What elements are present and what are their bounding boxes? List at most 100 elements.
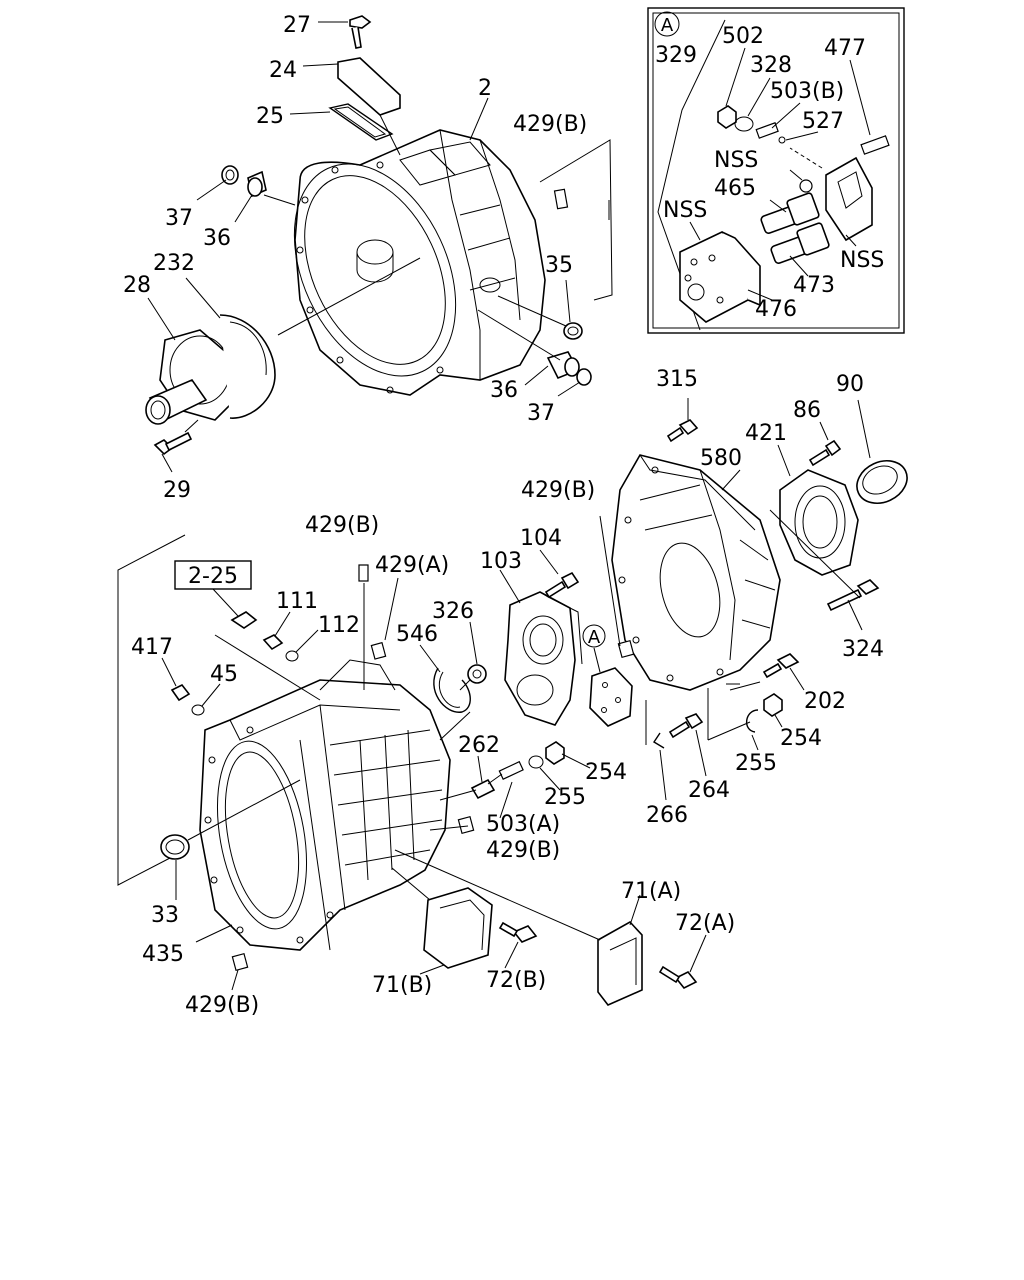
label-71b: 71(B) <box>372 973 432 998</box>
label-36-left: 36 <box>203 226 231 251</box>
label-326: 326 <box>432 599 474 624</box>
plug-262 <box>470 778 496 800</box>
label-202: 202 <box>804 689 846 714</box>
label-421: 421 <box>745 421 787 446</box>
plug-254-left <box>545 741 565 765</box>
snap-ring-546 <box>433 667 471 713</box>
label-417: 417 <box>131 635 173 660</box>
gasket-232 <box>219 314 276 419</box>
oil-seal-90 <box>856 460 908 504</box>
label-36-right: 36 <box>490 378 518 403</box>
pump-gear-shafts <box>760 192 830 264</box>
label-27: 27 <box>283 13 311 38</box>
oil-pump-a <box>589 667 633 727</box>
inset-spring-503b <box>755 122 779 139</box>
label-477: 477 <box>824 36 866 61</box>
label-465: 465 <box>714 176 756 201</box>
label-476: 476 <box>755 297 797 322</box>
label-2: 2 <box>478 76 492 101</box>
label-71a: 71(A) <box>621 879 681 904</box>
dowel-429a <box>370 641 387 660</box>
label-90: 90 <box>836 372 864 397</box>
label-28: 28 <box>123 273 151 298</box>
inset-bolt-477 <box>860 135 890 155</box>
clutch-housing-2 <box>293 129 546 396</box>
marker-a: A <box>588 627 601 648</box>
inset-ball-527 <box>778 136 786 144</box>
label-262: 262 <box>458 733 500 758</box>
washer-112 <box>285 650 299 662</box>
clip-266 <box>653 732 665 749</box>
seal-37-left <box>221 165 239 185</box>
rear-case-580 <box>611 454 781 691</box>
label-104: 104 <box>520 526 562 551</box>
label-429b-upper: 429(B) <box>305 513 379 538</box>
bolt-27 <box>349 15 372 49</box>
cover-71b <box>423 887 493 969</box>
label-35: 35 <box>545 253 573 278</box>
inset-oring-328 <box>734 116 754 132</box>
label-25: 25 <box>256 104 284 129</box>
label-329: 329 <box>655 43 697 68</box>
label-502: 502 <box>722 24 764 49</box>
label-503a: 503(A) <box>486 812 560 837</box>
dowel-429b-bottom <box>231 952 249 972</box>
inset-marker: A <box>661 15 674 36</box>
label-72b: 72(B) <box>486 968 546 993</box>
seal-35 <box>563 322 583 340</box>
inset-plug-502 <box>717 105 737 129</box>
marker-a-circle <box>582 624 606 648</box>
bolt-202 <box>762 653 800 679</box>
dowel-429b-lower <box>457 815 475 835</box>
oil-seal-33 <box>160 834 190 860</box>
reference-box-label: 2-25 <box>188 564 238 589</box>
bolt-104 <box>544 571 580 599</box>
label-nss-body: NSS <box>663 198 707 223</box>
bolt-reference <box>230 611 258 629</box>
label-nss-cover: NSS <box>840 248 884 273</box>
dowel-429b-top <box>553 188 569 210</box>
label-254-right: 254 <box>780 726 822 751</box>
retainer-103 <box>504 591 583 726</box>
label-37-left: 37 <box>165 206 193 231</box>
label-328: 328 <box>750 53 792 78</box>
clutch-housing-group: 27 24 25 2 429(B) 37 36 232 28 35 36 37 … <box>123 13 613 503</box>
label-255-right: 255 <box>735 751 777 776</box>
seal-37-right <box>576 368 592 386</box>
label-429a: 429(A) <box>375 553 449 578</box>
label-72a: 72(A) <box>675 911 735 936</box>
bearing-retainer-28 <box>145 329 241 425</box>
label-266: 266 <box>646 803 688 828</box>
label-429b-lower: 429(B) <box>486 838 560 863</box>
transmission-case-435 <box>199 659 451 951</box>
bolt-86 <box>808 439 842 467</box>
label-546: 546 <box>396 622 438 647</box>
label-103: 103 <box>480 549 522 574</box>
inset-marker-circle <box>654 11 680 37</box>
inset-washer-nss <box>799 179 813 193</box>
label-254-left: 254 <box>585 760 627 785</box>
ring-255-left <box>528 755 544 769</box>
oil-pump-body <box>679 231 761 323</box>
main-case-group: 2-25 <box>117 513 735 1018</box>
bolt-315 <box>666 419 699 443</box>
label-429b-mid: 429(B) <box>521 478 595 503</box>
label-503b: 503(B) <box>770 79 844 104</box>
label-324: 324 <box>842 637 884 662</box>
label-86: 86 <box>793 398 821 423</box>
label-29: 29 <box>163 478 191 503</box>
cover-24 <box>337 57 401 116</box>
label-473: 473 <box>793 273 835 298</box>
rear-case-group: 315 90 86 421 580 429(B) 324 202 254 255… <box>521 367 908 828</box>
label-429b-bottom: 429(B) <box>185 993 259 1018</box>
label-111: 111 <box>276 589 318 614</box>
inset-a-panel: A <box>647 7 905 334</box>
bolt-111 <box>262 634 284 651</box>
spring-503a <box>498 760 524 780</box>
label-232: 232 <box>153 251 195 276</box>
rear-cover-421 <box>779 469 859 576</box>
label-435: 435 <box>142 942 184 967</box>
label-37-right: 37 <box>527 401 555 426</box>
cover-71a <box>597 920 643 1006</box>
